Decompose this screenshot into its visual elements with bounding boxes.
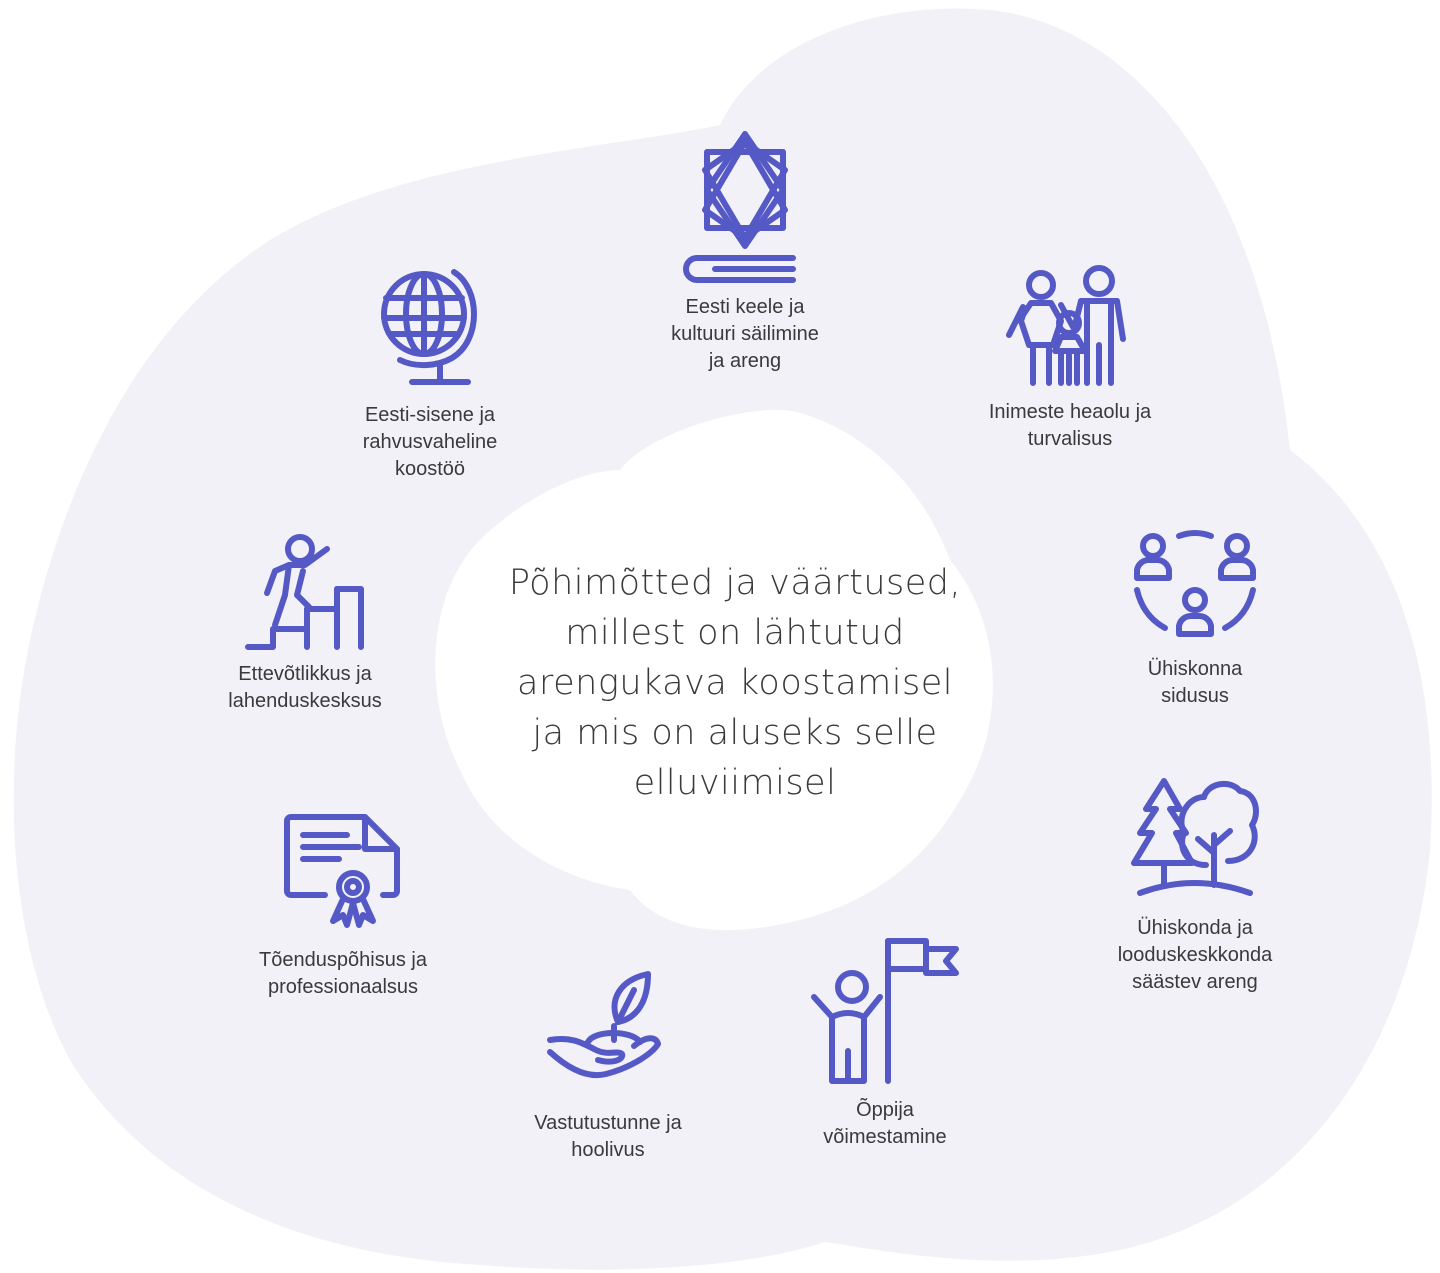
item-label-line: sidusus (1161, 685, 1229, 707)
item-label-line: Tõenduspõhisus ja (259, 949, 427, 971)
person-flag-icon (811, 938, 959, 1084)
item-label-line: lahenduskesksus (228, 690, 382, 712)
item-label-line: Ühiskonda ja (1137, 917, 1253, 939)
item-label-line: võimestamine (823, 1126, 947, 1148)
center-white-cloud (435, 409, 993, 930)
item-label-line: Eesti keele ja (685, 296, 805, 318)
value-item-cohesion: Ühiskonna sidusus (1095, 530, 1295, 710)
item-label-line: Õppija (856, 1099, 914, 1121)
value-item-wellbeing: Inimeste heaolu ja turvalisus (950, 265, 1190, 453)
globe-icon (381, 269, 477, 385)
star-book-icon (683, 131, 796, 283)
item-label-line: Ettevõtlikkus ja (238, 663, 372, 685)
value-item-estonian-culture: Eesti keele ja kultuuri säilimine ja are… (620, 131, 870, 375)
item-label-line: hoolivus (571, 1139, 645, 1161)
item-label-line: Eesti-sisene ja (364, 404, 496, 426)
center-title-line: elluviimisel (633, 763, 837, 803)
certificate-icon (284, 814, 400, 928)
value-item-entrepreneurship: Ettevõtlikkus ja lahenduskesksus (195, 533, 415, 715)
item-label-line: looduskeskkonda (1117, 944, 1273, 966)
center-title-line: millest on lähtutud (565, 613, 905, 653)
center-title-line: ja mis on aluseks selle (532, 713, 938, 753)
center-title-line: arengukava koostamisel (517, 663, 953, 703)
item-label-line: koostöö (394, 458, 466, 480)
people-circle-icon (1134, 530, 1256, 637)
item-label-line: professionaalsus (267, 976, 419, 998)
stairs-climber-icon (245, 534, 364, 650)
item-label-line: Vastutustunne ja (534, 1112, 682, 1134)
value-item-evidence: Tõenduspõhisus ja professionaalsus (228, 814, 458, 1001)
item-label-line: Ühiskonna (1147, 658, 1243, 680)
trees-icon (1131, 778, 1259, 896)
item-label-line: Inimeste heaolu ja (988, 401, 1152, 423)
value-item-responsibility: Vastutustunne ja hoolivus (498, 970, 718, 1164)
value-item-sustainable: Ühiskonda ja looduskeskkonda säästev are… (1070, 775, 1320, 996)
item-label-line: rahvusvaheline (362, 431, 498, 453)
item-label-line: säästev areng (1132, 971, 1258, 993)
item-label-line: kultuuri säilimine (671, 323, 819, 345)
plant-hand-icon (547, 971, 661, 1079)
center-title: Põhimõtted ja väärtused, millest on läht… (470, 558, 1000, 808)
value-item-learner: Õppija võimestamine (800, 935, 970, 1151)
item-label-line: turvalisus (1027, 428, 1113, 450)
center-title-line: Põhimõtted ja väärtused, (508, 563, 962, 603)
value-item-cooperation: Eesti-sisene ja rahvusvaheline koostöö (320, 268, 540, 483)
family-icon (1006, 265, 1126, 386)
item-label-line: ja areng (708, 350, 782, 372)
